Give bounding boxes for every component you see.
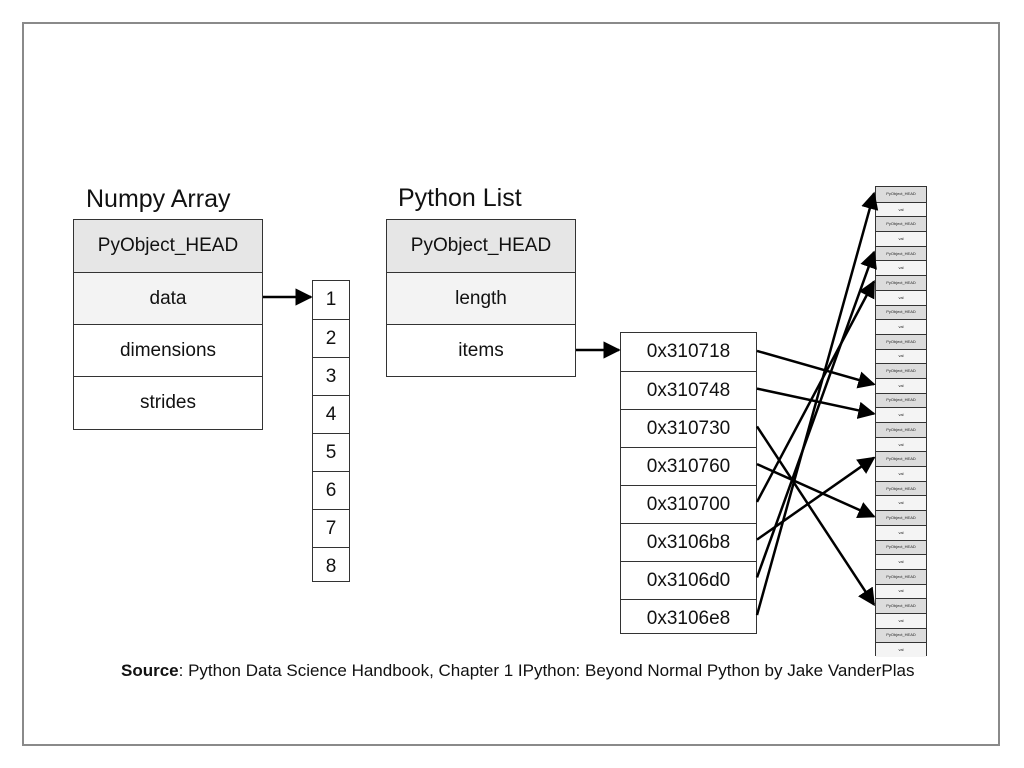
pointer-array: 0x310718 0x310748 0x310730 0x310760 0x31…: [620, 332, 757, 634]
pointer-address: 0x3106d0: [621, 561, 756, 599]
heap-object-value: val: [876, 642, 926, 657]
heap-object-value: val: [876, 495, 926, 511]
heap-object-value: val: [876, 407, 926, 422]
numpy-array-struct: PyObject_HEAD data dimensions strides: [73, 219, 263, 430]
pointer-address: 0x310760: [621, 447, 756, 485]
buffer-value: 8: [313, 547, 349, 585]
heap-object-value: val: [876, 260, 926, 276]
heap-object-head: PyObject_HEAD: [876, 245, 926, 261]
heap-object-head: PyObject_HEAD: [876, 363, 926, 378]
heap-object-head: PyObject_HEAD: [876, 510, 926, 525]
heap-object-value: val: [876, 289, 926, 305]
list-field-length: length: [387, 272, 575, 324]
list-field-items: items: [387, 324, 575, 376]
pointer-address: 0x310748: [621, 371, 756, 409]
buffer-value: 2: [313, 319, 349, 357]
heap-object-value: val: [876, 319, 926, 334]
pointer-arrow: [756, 462, 876, 519]
figure-frame: [22, 22, 1000, 746]
pointer-arrow: [755, 250, 877, 578]
heap-object-value: val: [876, 612, 926, 628]
heap-object-value: val: [876, 348, 926, 364]
buffer-value: 4: [313, 395, 349, 433]
heap-object-head: PyObject_HEAD: [876, 627, 926, 643]
numpy-field-dimensions: dimensions: [74, 324, 262, 376]
heap-object-value: val: [876, 377, 926, 393]
heap-object-head: PyObject_HEAD: [876, 333, 926, 349]
pointer-address: 0x310700: [621, 485, 756, 523]
heap-object-head: PyObject_HEAD: [876, 451, 926, 467]
buffer-value: 1: [325, 289, 337, 310]
numpy-field-pyobject-head: PyObject_HEAD: [74, 220, 262, 272]
buffer-value: 6: [313, 471, 349, 509]
heap-object-value: val: [876, 554, 926, 569]
buffer-value: 5: [313, 433, 349, 471]
pointer-address: 0x310730: [621, 409, 756, 447]
heap-object-head: PyObject_HEAD: [876, 392, 926, 408]
pointer-arrow: [756, 349, 876, 389]
heap-object-value: val: [876, 583, 926, 599]
pointer-address: 0x3106e8: [621, 599, 756, 637]
python-list-struct: PyObject_HEAD length items: [386, 219, 576, 377]
heap-object-head: PyObject_HEAD: [876, 304, 926, 320]
heap-object-head: PyObject_HEAD: [876, 216, 926, 232]
list-field-pyobject-head: PyObject_HEAD: [387, 220, 575, 272]
heap-object-head: PyObject_HEAD: [876, 568, 926, 584]
heap-object-value: val: [876, 436, 926, 452]
data-buffer: 1 2 3 4 5 6 7 8: [312, 280, 350, 582]
pointer-arrow: [755, 425, 876, 607]
heap-object-value: val: [876, 524, 926, 540]
heap-object-value: val: [876, 231, 926, 246]
heap-object-head: PyObject_HEAD: [876, 598, 926, 613]
pointer-arrow: [755, 279, 876, 503]
heap-object-value: val: [876, 201, 926, 217]
buffer-value: 3: [313, 357, 349, 395]
python-list-title: Python List: [398, 184, 522, 212]
heap-object-value: val: [876, 466, 926, 481]
pointer-arrow: [755, 191, 879, 616]
source-text: : Python Data Science Handbook, Chapter …: [178, 661, 915, 680]
heap-object-head: PyObject_HEAD: [876, 275, 926, 290]
buffer-value: 7: [313, 509, 349, 547]
heap-object-head: PyObject_HEAD: [876, 480, 926, 496]
heap-object-head: PyObject_HEAD: [876, 422, 926, 437]
pointer-address: 0x3106b8: [621, 523, 756, 561]
pointer-arrows: [755, 191, 879, 616]
source-caption: Source: Python Data Science Handbook, Ch…: [121, 661, 914, 681]
pointer-address: 0x310718: [646, 341, 731, 362]
heap-object-head: PyObject_HEAD: [876, 187, 926, 202]
source-label: Source: [121, 661, 179, 680]
numpy-field-data: data: [74, 272, 262, 324]
numpy-field-strides: strides: [74, 376, 262, 428]
heap-object-head: PyObject_HEAD: [876, 539, 926, 555]
numpy-array-title: Numpy Array: [86, 185, 231, 213]
